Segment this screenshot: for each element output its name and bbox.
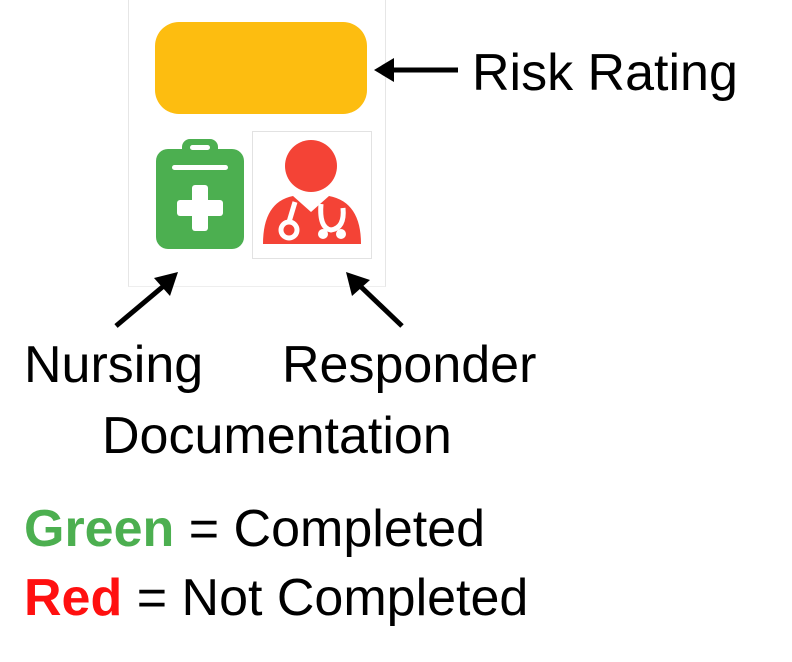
legend-completed: Green = Completed (24, 503, 485, 555)
arrow-to-nursing-documentation (114, 272, 178, 328)
responder-label: Responder (282, 336, 537, 394)
doctor-stethoscope-icon (263, 140, 361, 244)
nursing-label: Nursing (24, 336, 204, 394)
nursing-documentation-indicator (154, 137, 246, 251)
legend-not-completed-text: = Not Completed (122, 569, 529, 627)
documentation-label: Documentation (102, 407, 452, 465)
responder-indicator (252, 131, 372, 259)
arrow-to-risk-rating (374, 58, 458, 82)
clipboard-plus-icon (156, 139, 244, 249)
legend-red-word: Red (24, 569, 123, 627)
arrow-to-responder (346, 272, 404, 328)
risk-rating-indicator (155, 22, 367, 114)
legend-green-word: Green (24, 500, 175, 558)
risk-rating-label: Risk Rating (472, 44, 738, 102)
legend-completed-text: = Completed (174, 500, 486, 558)
legend-not-completed: Red = Not Completed (24, 572, 528, 624)
